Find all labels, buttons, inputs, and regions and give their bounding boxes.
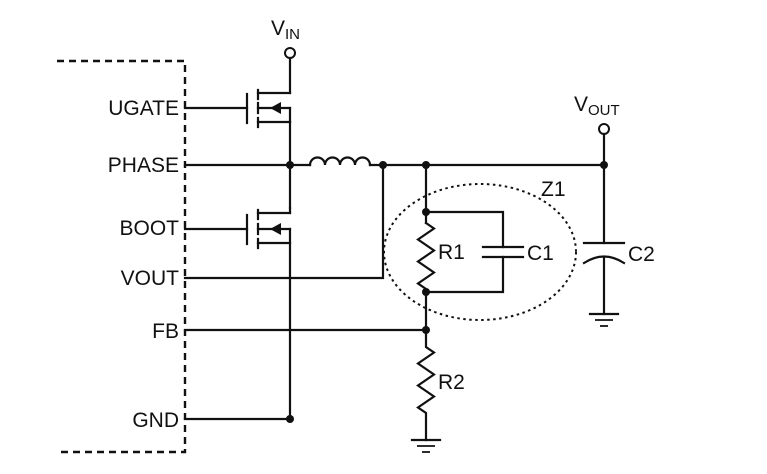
c1-capacitor	[481, 245, 525, 259]
vout-terminal: VOUT	[574, 93, 620, 167]
r1-label: R1	[438, 241, 465, 264]
ground-net	[183, 415, 294, 423]
vin-terminal: VIN	[271, 17, 300, 95]
output-rail	[368, 161, 608, 169]
pin-label-boot: BOOT	[119, 217, 179, 240]
pin-label-fb: FB	[152, 320, 179, 343]
controller-ic-outline	[57, 59, 187, 454]
phase-net	[183, 161, 312, 169]
pin-label-gnd: GND	[132, 409, 179, 432]
r2-label: R2	[438, 371, 465, 394]
feedback-net	[183, 290, 430, 334]
vout-label: VOUT	[574, 93, 620, 119]
pin-labels: UGATE PHASE BOOT VOUT FB GND	[108, 97, 179, 432]
pin-label-phase: PHASE	[108, 154, 179, 177]
vout-sense-line	[183, 163, 385, 280]
pin-label-ugate: UGATE	[108, 97, 179, 120]
low-side-mosfet	[183, 163, 292, 421]
r2-ground-symbol	[410, 438, 442, 453]
z1-network: Z1 R1 C1	[383, 163, 577, 321]
output-inductor	[308, 156, 372, 167]
pin-label-vout: VOUT	[121, 267, 180, 290]
c2-capacitor: C2	[582, 163, 655, 327]
high-side-mosfet	[183, 88, 292, 167]
c2-label: C2	[628, 243, 655, 266]
r2-resistor: R2	[416, 328, 465, 442]
z1-boundary	[383, 183, 577, 321]
c1-label: C1	[527, 242, 554, 265]
z1-label: Z1	[541, 178, 566, 201]
r1-resistor	[416, 221, 436, 294]
vin-label: VIN	[271, 17, 300, 43]
